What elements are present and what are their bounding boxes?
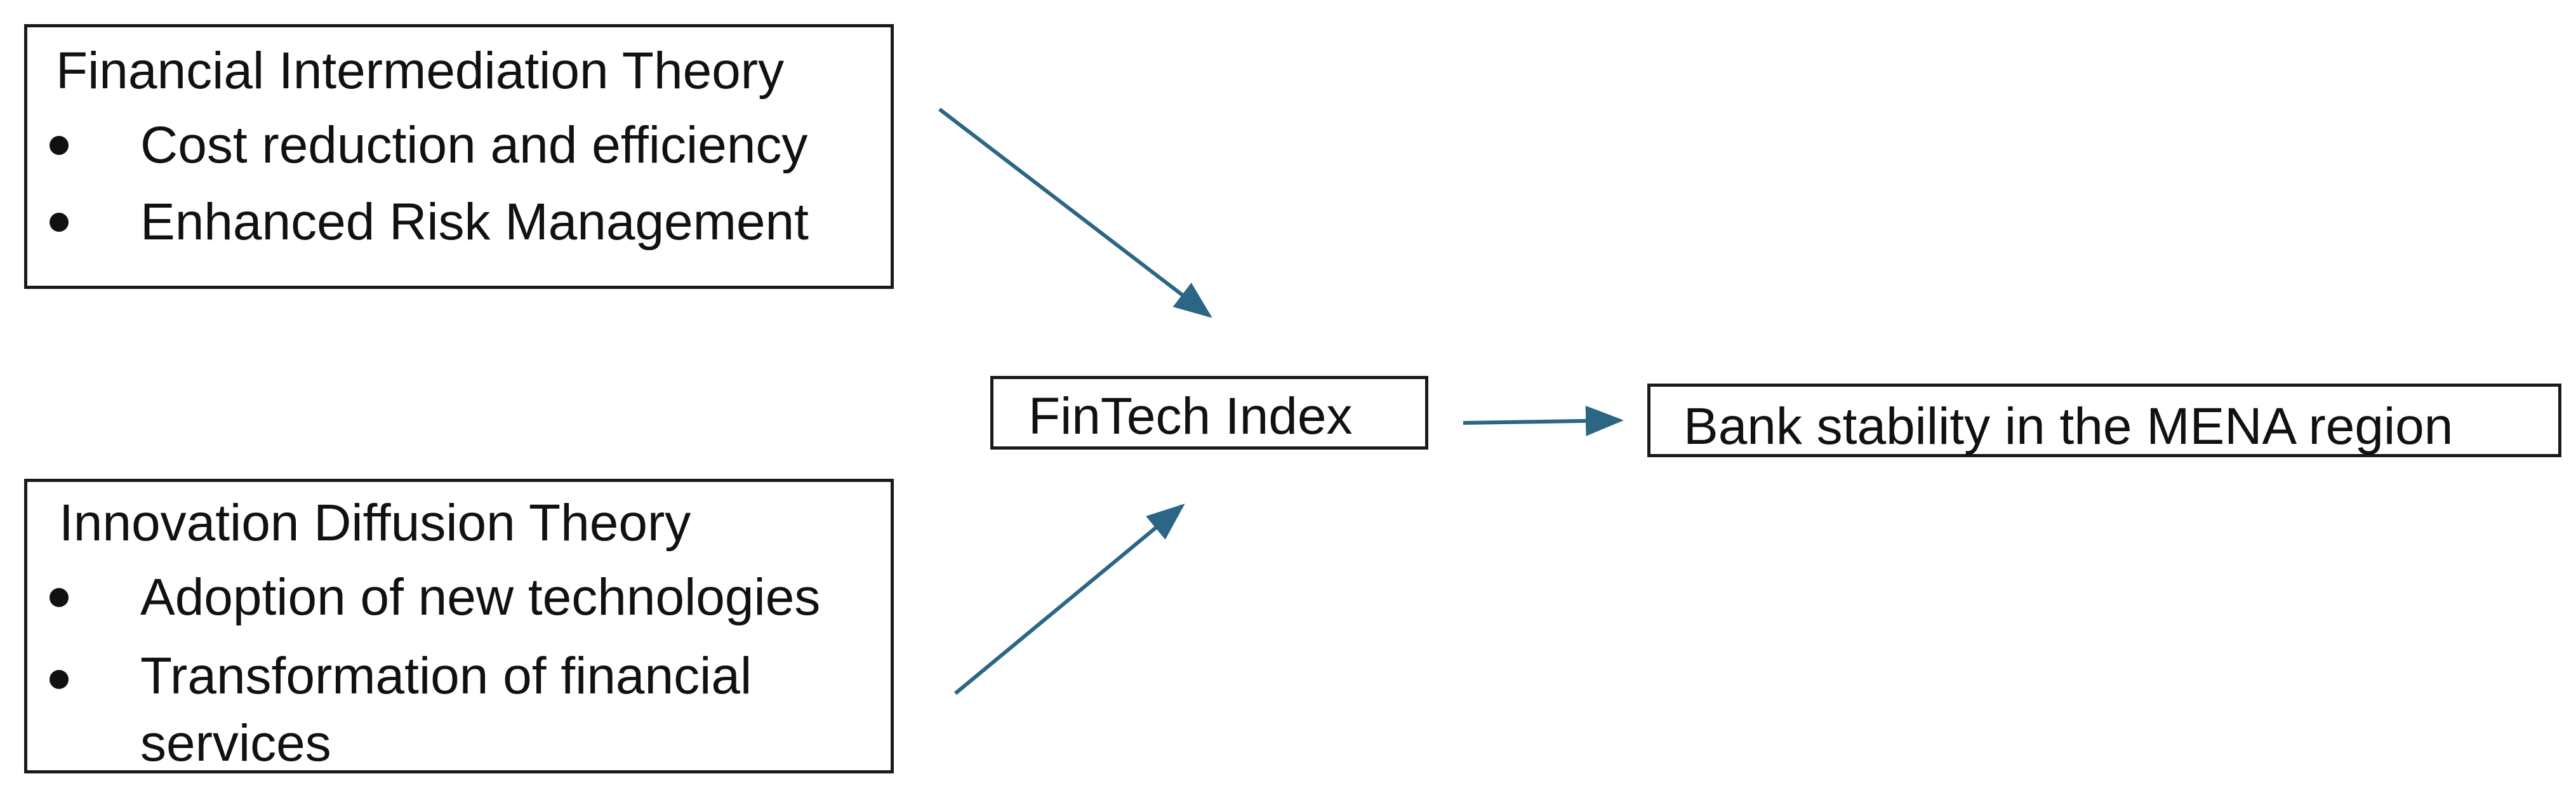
financial-intermediation-bullets: Cost reduction and efficiency Enhanced R… [27, 107, 809, 260]
bank-stability-label: Bank stability in the MENA region [1683, 398, 2453, 455]
arrow-fintech-to-bank-stability [1463, 405, 1624, 436]
list-item: Cost reduction and efficiency [27, 107, 809, 184]
bullet-text: Transformation of financial services [140, 646, 752, 773]
bullet-icon [50, 212, 69, 232]
list-item: Transformation of financial services [27, 643, 839, 778]
bullet-text: Adoption of new technologies [140, 568, 821, 626]
bullet-icon [50, 588, 69, 608]
bullet-text: Cost reduction and efficiency [140, 116, 808, 174]
innovation-diffusion-bullets: Adoption of new technologies Transformat… [27, 559, 839, 778]
list-item: Enhanced Risk Management [27, 184, 809, 261]
innovation-diffusion-title: Innovation Diffusion Theory [59, 494, 691, 552]
bullet-icon [50, 136, 69, 156]
bullet-text: Enhanced Risk Management [140, 192, 809, 251]
fintech-index-box: FinTech Index [990, 376, 1428, 450]
innovation-diffusion-box: Innovation Diffusion Theory Adoption of … [24, 479, 894, 773]
list-item: Adoption of new technologies [27, 559, 839, 636]
arrow-innovation-to-fintech [954, 504, 1185, 695]
bullet-icon [50, 669, 69, 689]
financial-intermediation-box: Financial Intermediation Theory Cost red… [24, 24, 894, 289]
arrow-financial-to-fintech [938, 107, 1212, 318]
bank-stability-box: Bank stability in the MENA region [1647, 384, 2561, 457]
financial-intermediation-title: Financial Intermediation Theory [56, 42, 785, 100]
fintech-index-label: FinTech Index [1028, 387, 1353, 445]
